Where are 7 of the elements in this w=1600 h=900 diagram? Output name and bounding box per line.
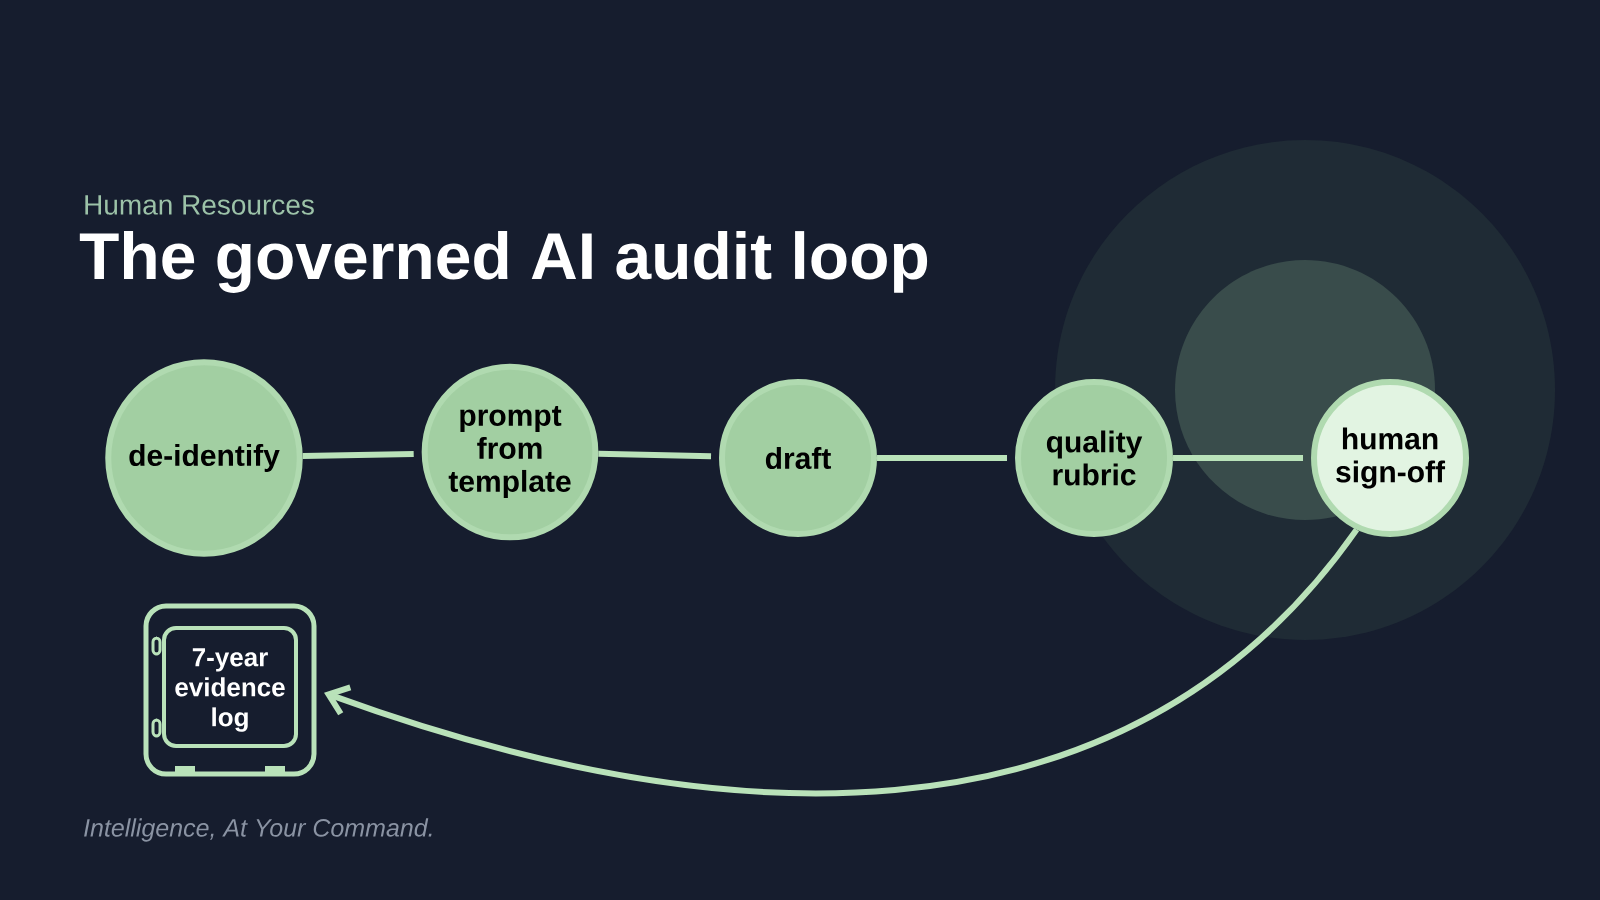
connector xyxy=(598,450,712,460)
tagline: Intelligence, At Your Command. xyxy=(84,818,432,842)
connector xyxy=(324,527,1359,797)
connector xyxy=(302,450,414,460)
safe-box: 7-year evidence log xyxy=(143,603,317,777)
title: The governed AI audit loop xyxy=(79,231,928,293)
section-label: Human Resources xyxy=(85,195,314,215)
